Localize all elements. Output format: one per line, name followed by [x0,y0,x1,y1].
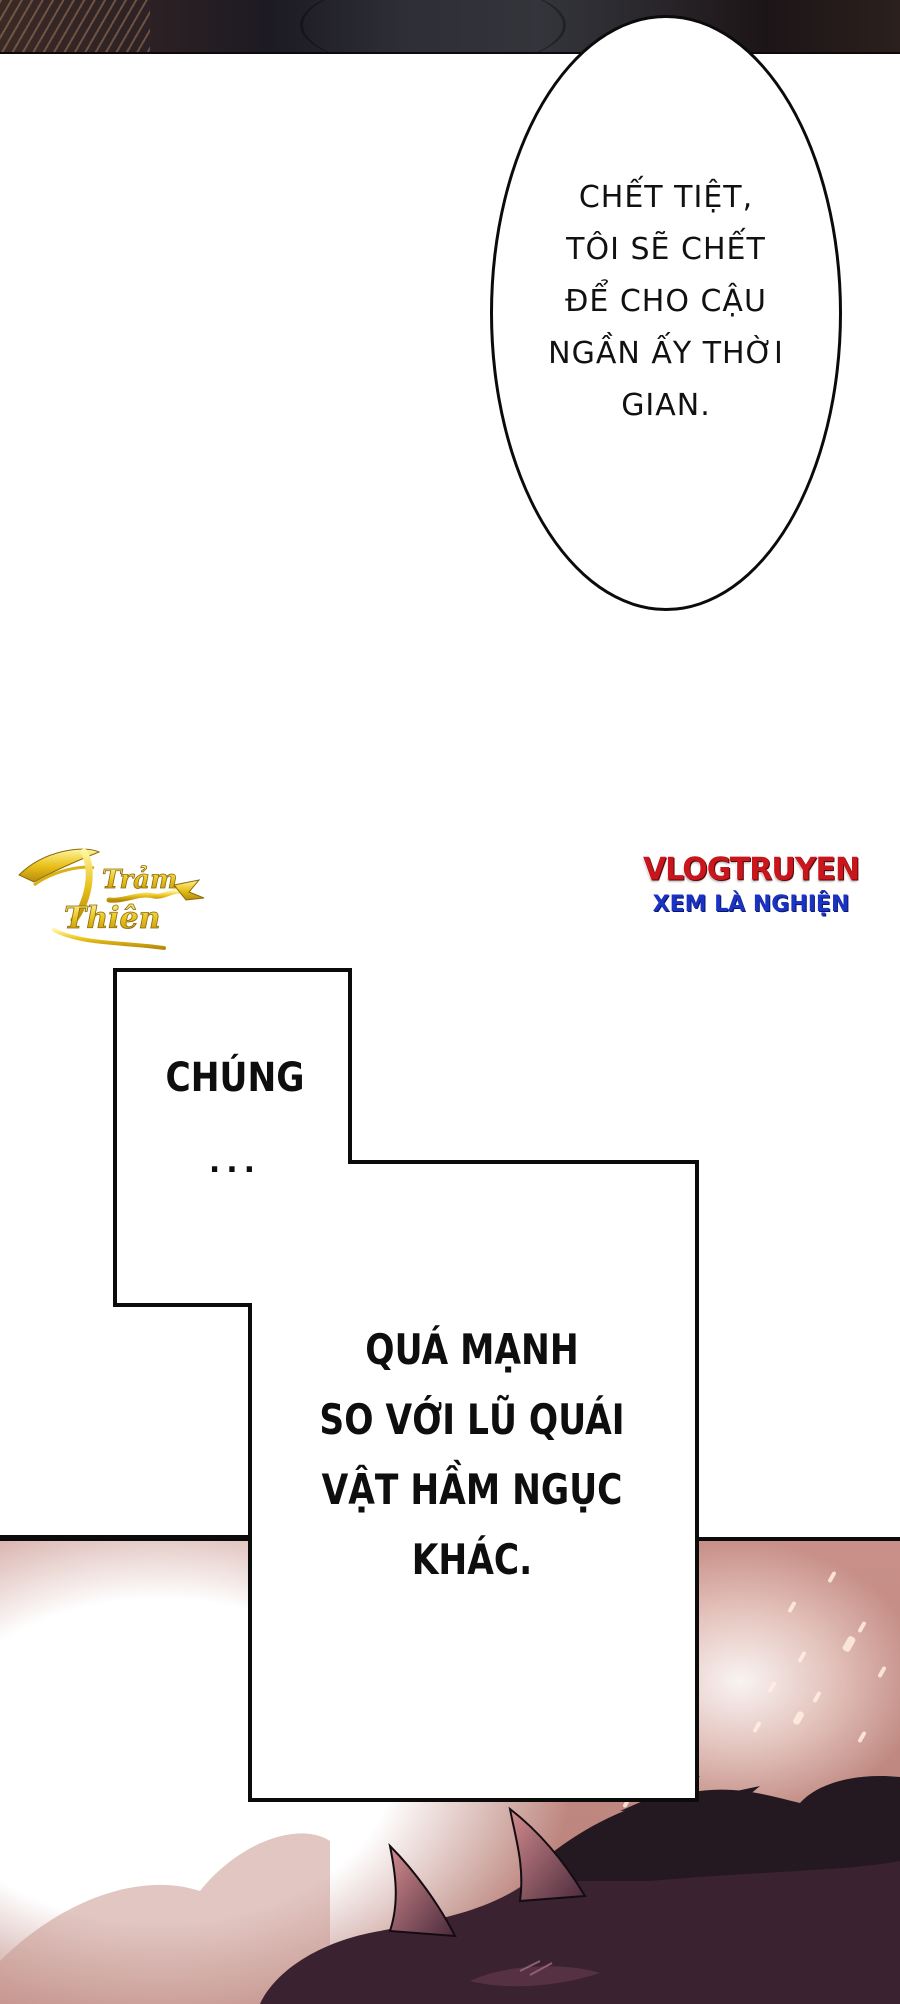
speech-bubble-text: CHẾT TIỆT, TÔI SẼ CHẾT ĐỂ CHO CẬU NGẦN Ấ… [548,172,784,432]
speech-line: ĐỂ CHO CẬU [565,284,767,319]
narration-text-1: CHÚNG [165,1055,305,1101]
horned-creature-silhouette [0,1776,900,2004]
narration-ellipsis: ... [208,1145,262,1180]
narration-line: VẬT HẦM NGỤC [321,1465,623,1514]
speech-line: CHẾT TIỆT, [578,180,754,215]
narration-line: QUÁ MẠNH [365,1325,579,1374]
bottom-art-panel [0,1537,900,2004]
narration-text-2: QUÁ MẠNH SO VỚI LŨ QUÁI VẬT HẦM NGỤC KHÁ… [300,1315,644,1595]
dragon-logo-icon: Trảm Thiên [18,848,205,950]
tram-thien-logo: Trảm Thiên [14,830,209,950]
svg-text:Trảm: Trảm [102,865,178,895]
cloak-fold-art [300,0,566,52]
vlogtruyen-title: VLOGTRUYEN [642,851,860,888]
speech-bubble: CHẾT TIỆT, TÔI SẼ CHẾT ĐỂ CHO CẬU NGẦN Ấ… [490,15,842,611]
narration-line: KHÁC. [411,1535,533,1584]
speech-line: GIAN. [621,388,711,423]
speech-line: TÔI SẼ CHẾT [566,232,766,267]
top-art-panel [0,0,900,54]
svg-text:Thiên: Thiên [64,901,160,936]
hatched-fabric-art [0,0,150,52]
vlogtruyen-tagline: XEM LÀ NGHIỆN [652,892,850,917]
speech-line: NGẦN ẤY THỜI [548,336,784,371]
vlogtruyen-logo: VLOGTRUYEN XEM LÀ NGHIỆN [612,851,890,924]
narration-line: SO VỚI LŨ QUÁI [319,1395,625,1444]
